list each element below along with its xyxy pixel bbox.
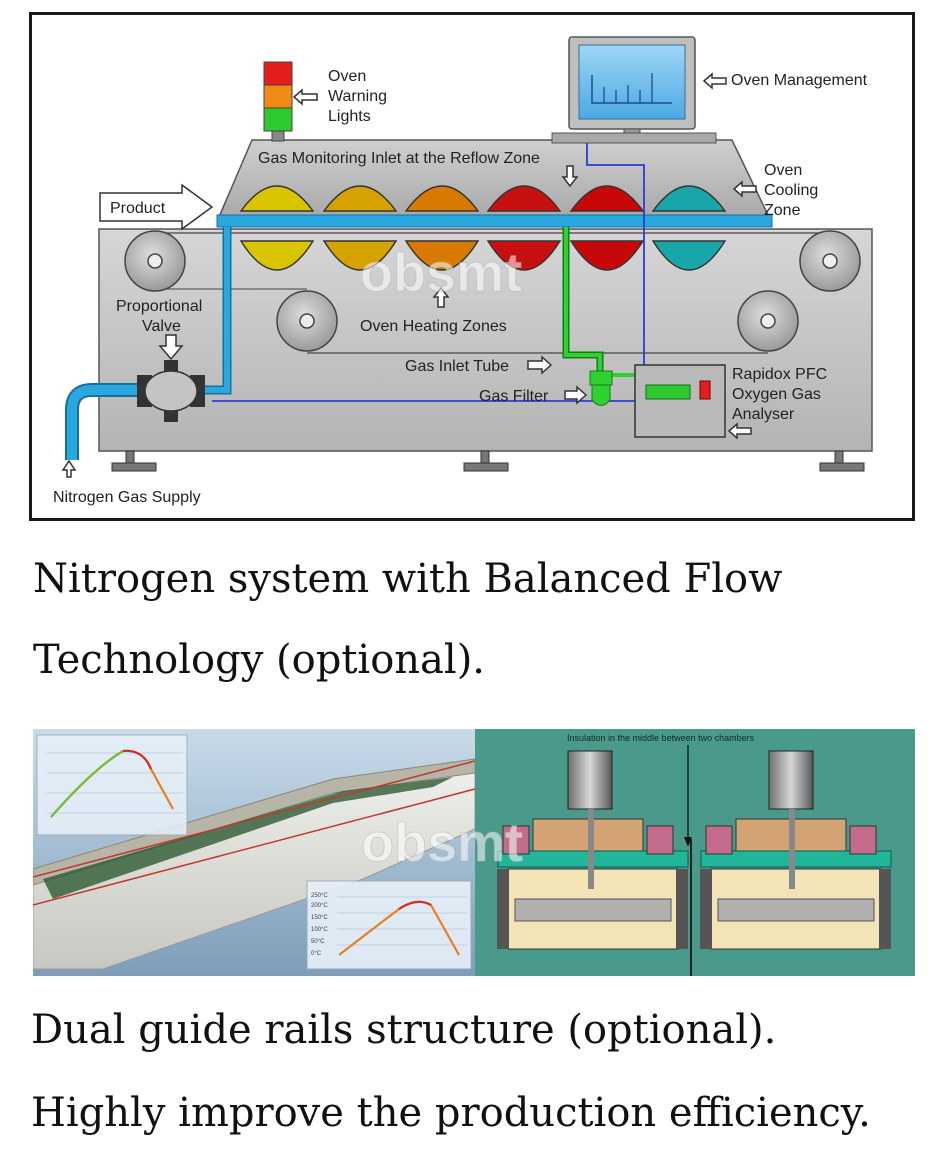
lower-heater-1 (239, 240, 315, 271)
axis-tick-150: 150°C (311, 915, 328, 921)
nitrogen-system-diagram: Oven Warning Lights Oven Management Gas … (29, 12, 915, 521)
analyser-label-2: Oxygen Gas (732, 386, 821, 403)
lower-heater-4 (486, 240, 562, 271)
watermark: obsmt (360, 243, 522, 303)
heating-zones-label: Oven Heating Zones (360, 318, 507, 335)
dual-rail-photo-strip: 250°C 200°C 150°C 100°C 50°C 0°C Insulat… (33, 729, 915, 976)
gas-monitoring-label: Gas Monitoring Inlet at the Reflow Zone (258, 150, 540, 167)
upper-heating-zones (239, 185, 727, 212)
oven-management-monitor (551, 36, 717, 144)
conveyor-rollers (124, 230, 861, 352)
chamber-right (700, 750, 892, 950)
nitrogen-supply-label: Nitrogen Gas Supply (53, 489, 201, 506)
cooling-zone-label-1: Oven (764, 162, 802, 179)
axis-tick-100: 100°C (311, 927, 328, 933)
proportional-valve-label-1: Proportional (116, 298, 202, 315)
axis-tick-200: 200°C (311, 903, 328, 909)
machine-render: 250°C 200°C 150°C 100°C 50°C 0°C (33, 729, 476, 976)
axis-tick-250: 250°C (311, 893, 328, 899)
roller-hub-2 (299, 313, 315, 329)
dual-chamber-section: Insulation in the middle between two cha… (475, 729, 915, 976)
lower-heating-zones (239, 240, 727, 271)
lower-heater-3 (404, 240, 480, 271)
axis-tick-0: 0°C (311, 951, 322, 957)
gas-filter-label: Gas Filter (479, 388, 549, 405)
upper-heater-6 (651, 185, 727, 212)
upper-heater-4 (486, 185, 562, 212)
upper-heater-2 (322, 185, 398, 212)
photo-watermark: obsmt (361, 813, 523, 873)
oven-feet (111, 450, 865, 472)
lower-heater-5 (569, 240, 645, 271)
axis-tick-50: 50°C (311, 939, 325, 945)
analyser-label-3: Analyser (732, 406, 795, 423)
roller-hub-4 (760, 313, 776, 329)
upper-heater-3 (404, 185, 480, 212)
chamber-note: Insulation in the middle between two cha… (567, 733, 755, 743)
cooling-zone-label-3: Zone (764, 202, 801, 219)
gas-inlet-tube-label: Gas Inlet Tube (405, 358, 509, 375)
proportional-valve (137, 360, 205, 422)
lower-heater-6 (651, 240, 727, 271)
caption-rails-line-2: Highly improve the production efficiency… (31, 1090, 871, 1136)
caption-nitrogen-line-1: Nitrogen system with Balanced Flow (33, 556, 783, 602)
caption-nitrogen-line-2: Technology (optional). (33, 637, 486, 683)
warning-lights-label-3: Lights (328, 108, 371, 125)
cooling-zone-label-2: Cooling (764, 182, 818, 199)
warning-lights-label-2: Warning (328, 88, 387, 105)
roller-hub-3 (822, 253, 838, 269)
oven-management-label: Oven Management (731, 72, 868, 89)
proportional-valve-label-2: Valve (142, 318, 181, 335)
analyser-label-1: Rapidox PFC (732, 366, 827, 383)
upper-heater-1 (239, 185, 315, 212)
oxygen-gas-analyser (634, 364, 726, 438)
chamber-left (497, 750, 689, 950)
product-label: Product (110, 200, 166, 217)
gas-filter (589, 370, 613, 406)
oven-warning-lights (263, 61, 293, 142)
dual-rail-illustration: 250°C 200°C 150°C 100°C 50°C 0°C Insulat… (33, 729, 915, 976)
diagram-canvas: Oven Warning Lights Oven Management Gas … (53, 36, 873, 506)
caption-rails-line-1: Dual guide rails structure (optional). (31, 1007, 777, 1053)
lower-heater-2 (322, 240, 398, 271)
roller-hub-1 (147, 253, 163, 269)
warning-lights-label-1: Oven (328, 68, 366, 85)
arrow-icons (61, 72, 757, 478)
upper-heater-5 (569, 185, 645, 212)
conveyor-rail (216, 214, 773, 228)
